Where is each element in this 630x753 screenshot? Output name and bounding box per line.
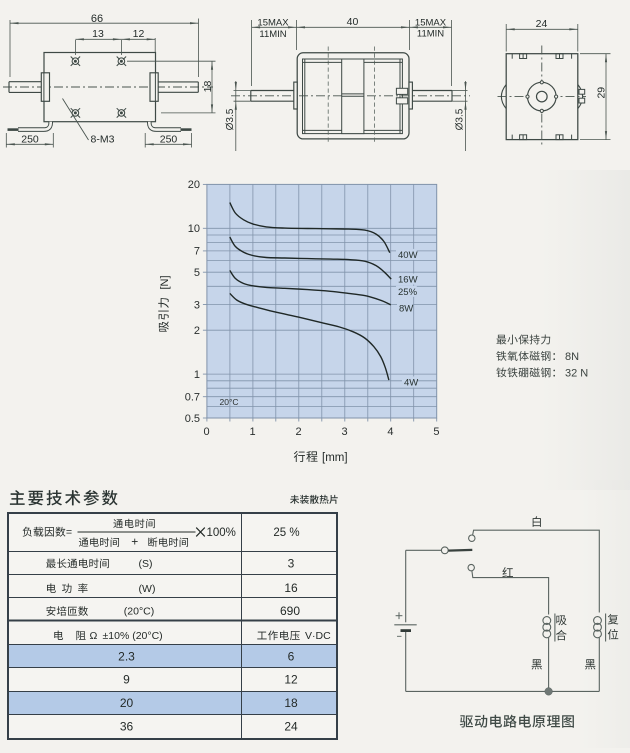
svg-text:250: 250 bbox=[160, 134, 178, 146]
svg-text:10: 10 bbox=[188, 223, 200, 235]
svg-text:(20°C): (20°C) bbox=[124, 606, 154, 618]
svg-text:8N: 8N bbox=[565, 351, 579, 363]
svg-text:16: 16 bbox=[284, 581, 298, 595]
svg-text:32 N: 32 N bbox=[565, 368, 588, 380]
svg-text:(W): (W) bbox=[139, 583, 156, 595]
svg-text:5: 5 bbox=[433, 426, 439, 438]
svg-text:[N]: [N] bbox=[159, 275, 171, 289]
svg-text:18: 18 bbox=[202, 81, 214, 93]
svg-text:6: 6 bbox=[288, 649, 295, 663]
svg-text:3: 3 bbox=[194, 299, 200, 311]
svg-text:20: 20 bbox=[120, 696, 134, 710]
svg-text:Ø3.5: Ø3.5 bbox=[455, 108, 466, 130]
svg-text:20: 20 bbox=[188, 179, 200, 191]
svg-text:5: 5 bbox=[194, 267, 200, 279]
svg-text:12: 12 bbox=[284, 673, 298, 687]
svg-text:24: 24 bbox=[284, 720, 298, 734]
svg-text:36: 36 bbox=[120, 720, 134, 734]
svg-text:9: 9 bbox=[123, 673, 130, 687]
svg-text:0: 0 bbox=[204, 426, 210, 438]
svg-text:2: 2 bbox=[194, 325, 200, 337]
svg-text:40W: 40W bbox=[398, 250, 418, 261]
svg-text:V·DC: V·DC bbox=[305, 630, 331, 642]
svg-text:3: 3 bbox=[288, 557, 295, 571]
svg-text:15MAX: 15MAX bbox=[415, 17, 447, 28]
svg-text:25 %: 25 % bbox=[273, 527, 299, 539]
svg-text:250: 250 bbox=[21, 134, 39, 146]
svg-text:11MIN: 11MIN bbox=[417, 29, 444, 40]
svg-text:66: 66 bbox=[91, 13, 103, 25]
svg-text:40: 40 bbox=[347, 16, 359, 28]
svg-text:8-M3: 8-M3 bbox=[91, 133, 115, 145]
svg-text:1: 1 bbox=[250, 426, 256, 438]
svg-text:11MIN: 11MIN bbox=[259, 29, 286, 40]
svg-text:±10% (20°C): ±10% (20°C) bbox=[103, 630, 163, 642]
svg-text:25%: 25% bbox=[398, 287, 418, 298]
svg-text:8W: 8W bbox=[399, 304, 413, 315]
svg-text:15MAX: 15MAX bbox=[257, 17, 289, 28]
svg-text:12: 12 bbox=[133, 28, 145, 40]
svg-text:20°C: 20°C bbox=[220, 397, 239, 407]
svg-text:Ω: Ω bbox=[90, 630, 98, 642]
svg-text:4: 4 bbox=[387, 426, 393, 438]
svg-text:[mm]: [mm] bbox=[322, 452, 348, 464]
svg-text:13: 13 bbox=[92, 28, 104, 40]
svg-text:0.5: 0.5 bbox=[185, 413, 200, 425]
svg-text:18: 18 bbox=[284, 696, 298, 710]
svg-text:0.7: 0.7 bbox=[185, 392, 200, 404]
svg-text:2: 2 bbox=[295, 426, 301, 438]
svg-text:1: 1 bbox=[194, 369, 200, 381]
svg-text:3: 3 bbox=[341, 426, 347, 438]
svg-text:100%: 100% bbox=[207, 527, 236, 539]
svg-text:2.3: 2.3 bbox=[118, 649, 135, 663]
svg-text:29: 29 bbox=[596, 87, 608, 99]
svg-text:Ø3.5: Ø3.5 bbox=[225, 108, 236, 130]
svg-text:7: 7 bbox=[194, 246, 200, 258]
svg-text:(S): (S) bbox=[139, 558, 153, 570]
svg-text:+: + bbox=[131, 534, 138, 548]
svg-text:24: 24 bbox=[536, 18, 548, 30]
svg-text:690: 690 bbox=[280, 604, 300, 618]
svg-text:16W: 16W bbox=[398, 275, 418, 286]
svg-text:4W: 4W bbox=[404, 378, 418, 389]
